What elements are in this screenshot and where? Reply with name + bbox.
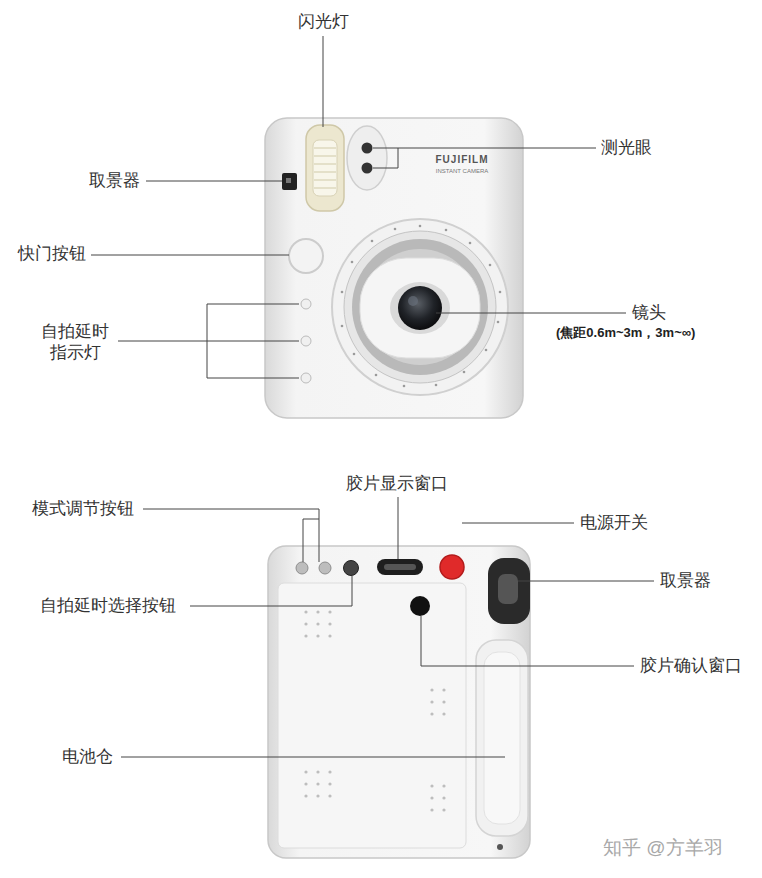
timer-led-label: 自拍延时 指示灯 (38, 321, 112, 364)
timer-select-label: 自拍延时选择按钮 (40, 595, 176, 616)
flash-label: 闪光灯 (298, 11, 349, 32)
viewfinder-label: 取景器 (89, 170, 140, 191)
lens-label: 镜头 (632, 302, 666, 323)
leader-lines (91, 36, 654, 757)
back-camera (268, 546, 530, 858)
viewfinder-label: 取景器 (660, 570, 711, 591)
battery-label: 电池仓 (62, 746, 113, 767)
shutter-label: 快门按钮 (18, 243, 86, 264)
power-label: 电源开关 (580, 512, 648, 533)
front-camera (265, 118, 523, 418)
film-confirm-label: 胶片确认窗口 (640, 655, 742, 676)
watermark: 知乎 @方羊羽 (603, 836, 723, 860)
brand-subtitle: INSTANT CAMERA (436, 168, 488, 176)
film-display-label: 胶片显示窗口 (346, 473, 448, 494)
focus-range-note: (焦距0.6m~3m，3m~∞) (556, 325, 695, 341)
mode-button-label: 模式调节按钮 (32, 498, 134, 519)
brand-logo: FUJIFILM (436, 154, 489, 167)
sensor-label: 测光眼 (601, 137, 652, 158)
